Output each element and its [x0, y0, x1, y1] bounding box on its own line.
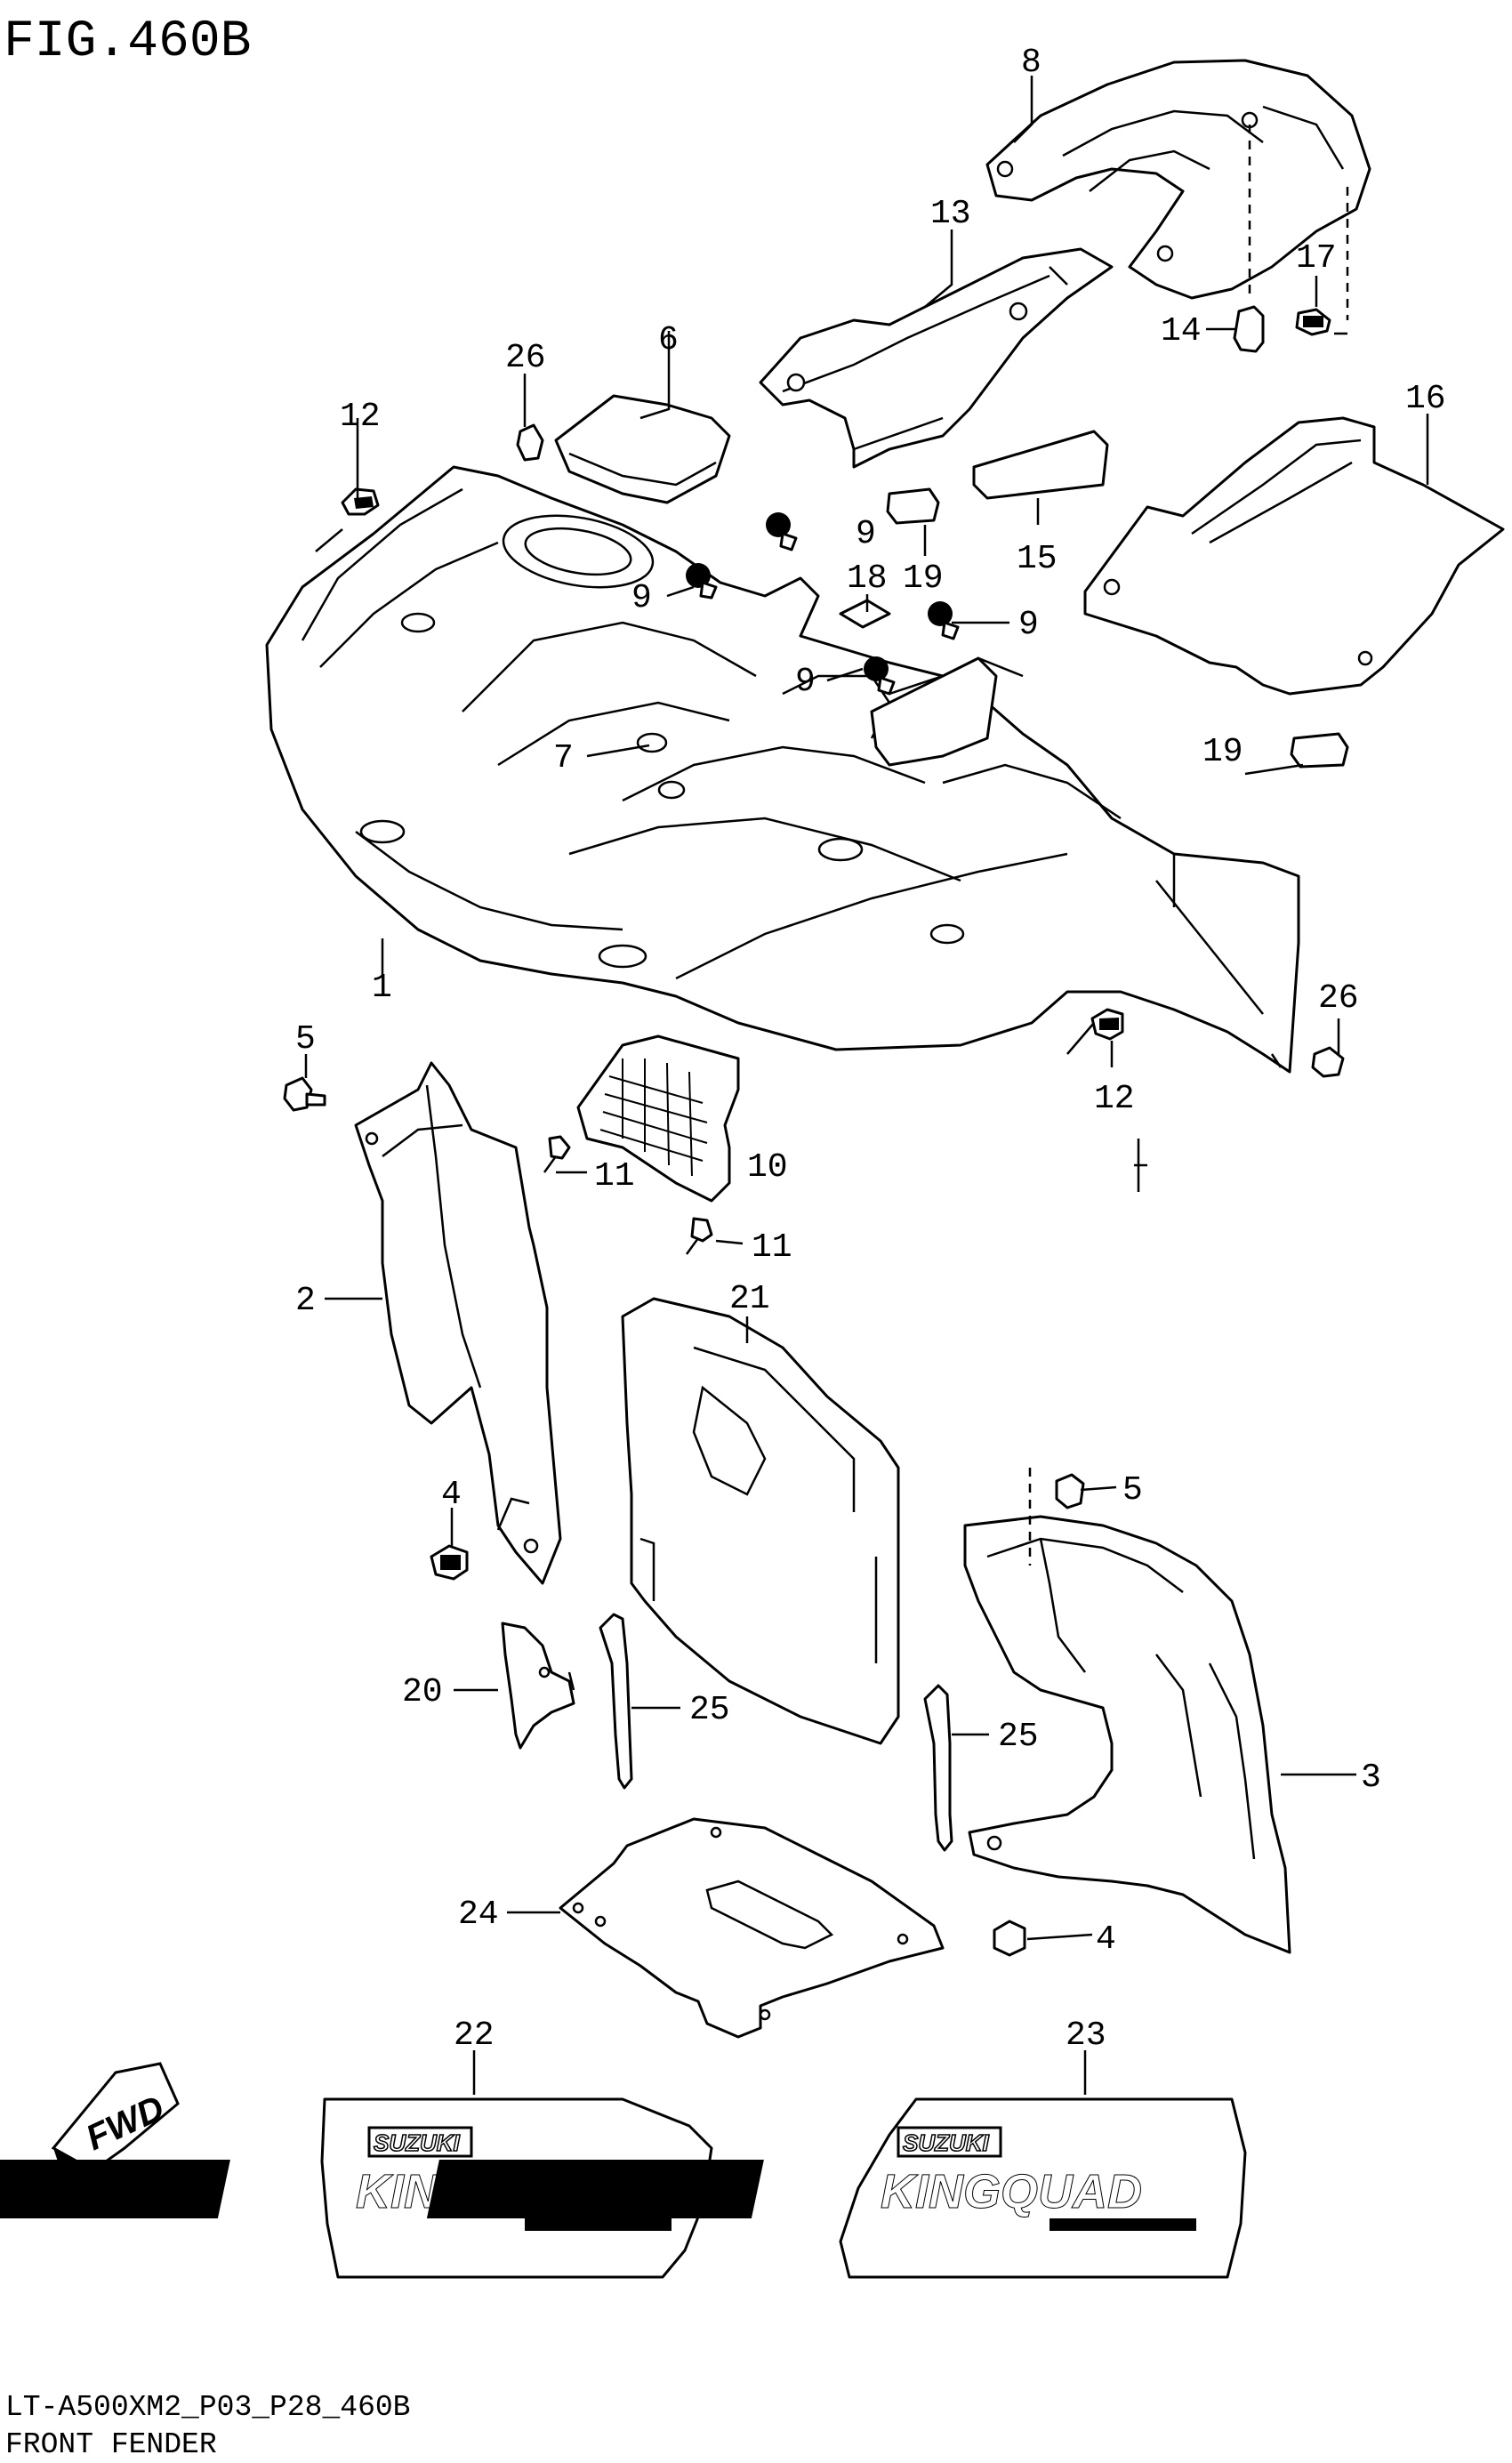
part-1-bracket-right	[870, 656, 998, 767]
callout-11-a: 11	[594, 1157, 635, 1195]
callout-20: 20	[402, 1673, 443, 1711]
fwd-arrow-icon: FWD	[51, 2062, 180, 2197]
callout-9-a: 9	[631, 579, 652, 617]
part-2-inner-guard-left	[354, 1061, 562, 1585]
screw-11-b	[685, 1217, 713, 1255]
screw-11-a	[543, 1135, 571, 1173]
part-1-front-fender	[265, 465, 1300, 1074]
part-18-pad	[839, 599, 891, 629]
callout-26-top: 26	[505, 339, 546, 377]
part-15-reflector	[972, 430, 1109, 500]
part-20-bracket	[501, 1622, 575, 1750]
callout-8: 8	[1021, 44, 1042, 82]
part-19-cushion-lower	[1290, 732, 1349, 769]
callout-12-right: 12	[1094, 1080, 1135, 1118]
callout-9-c: 9	[1018, 606, 1039, 644]
fastener-9-a	[686, 563, 718, 600]
part-25-tie-left	[599, 1613, 633, 1790]
callout-23: 23	[1066, 2016, 1106, 2055]
fastener-26-top	[516, 423, 544, 462]
fastener-5-left	[283, 1076, 326, 1112]
part-19-cushion-upper	[886, 487, 940, 525]
decal-right-brand: SUZUKI	[903, 2129, 990, 2156]
leader-lines	[304, 76, 1429, 2095]
callout-19-lower: 19	[1202, 733, 1243, 771]
callout-18: 18	[847, 559, 888, 598]
callout-12-left: 12	[340, 398, 381, 436]
callout-10: 10	[747, 1148, 788, 1187]
callout-5-left: 5	[295, 1020, 316, 1058]
callout-1: 1	[372, 969, 392, 1007]
fastener-4-right	[993, 1920, 1026, 1957]
fastener-14	[1233, 305, 1265, 353]
part-23-decal-right: SUZUKI KINGQUAD	[426, 2097, 1247, 2279]
decal-left-brand: SUZUKI	[374, 2129, 461, 2156]
model-code: LT-A500XM2_P03_P28_460B	[5, 2391, 410, 2424]
callout-14: 14	[1161, 312, 1202, 350]
callout-4-left: 4	[441, 1476, 462, 1514]
part-13-bracket	[759, 247, 1114, 469]
callout-4-right: 4	[1096, 1920, 1116, 1959]
fastener-12-right	[1090, 1008, 1124, 1041]
callout-21: 21	[729, 1280, 770, 1318]
decal-right-model: KINGQUAD	[881, 2165, 1142, 2218]
fastener-4-left	[430, 1544, 469, 1581]
callout-17: 17	[1296, 239, 1337, 278]
callout-25-right: 25	[998, 1718, 1039, 1756]
callout-11-b: 11	[752, 1228, 792, 1267]
callout-25-left: 25	[689, 1691, 730, 1729]
fastener-12-left	[341, 487, 380, 516]
part-3-inner-guard-right	[963, 1515, 1291, 1954]
fastener-9-b	[766, 512, 798, 551]
figure-title: FIG.460B	[4, 13, 251, 71]
callout-2: 2	[295, 1282, 316, 1320]
fastener-9-c	[928, 601, 960, 640]
callout-13: 13	[930, 195, 971, 233]
callout-9-d: 9	[795, 663, 816, 701]
fastener-26-right	[1311, 1046, 1345, 1078]
callout-labels: 1 2 3 4 4 5 5 6 7 8 9 9 9 9 10 11 11 12 …	[295, 44, 1446, 2055]
callout-9-b: 9	[856, 515, 876, 553]
callout-26-right: 26	[1318, 979, 1359, 1018]
part-25-tie-right	[923, 1684, 953, 1852]
callout-6: 6	[658, 321, 679, 359]
part-6-lid	[554, 394, 731, 504]
part-21-shield-plate	[621, 1297, 900, 1745]
part-16-side-guard	[1083, 416, 1505, 696]
callout-22: 22	[454, 2016, 495, 2055]
callout-15: 15	[1017, 540, 1058, 578]
callout-5-right: 5	[1122, 1471, 1143, 1509]
callout-7: 7	[553, 739, 574, 777]
callout-19-upper: 19	[903, 559, 944, 598]
callout-16: 16	[1405, 380, 1446, 418]
callout-24: 24	[458, 1896, 499, 1934]
fastener-9-d	[864, 656, 896, 696]
part-10-grille	[576, 1034, 740, 1203]
fastener-5-right	[1055, 1473, 1085, 1509]
part-24-plate	[559, 1817, 945, 2039]
fastener-17	[1295, 308, 1331, 336]
section-name: FRONT FENDER	[5, 2428, 217, 2461]
callout-3: 3	[1361, 1759, 1381, 1797]
